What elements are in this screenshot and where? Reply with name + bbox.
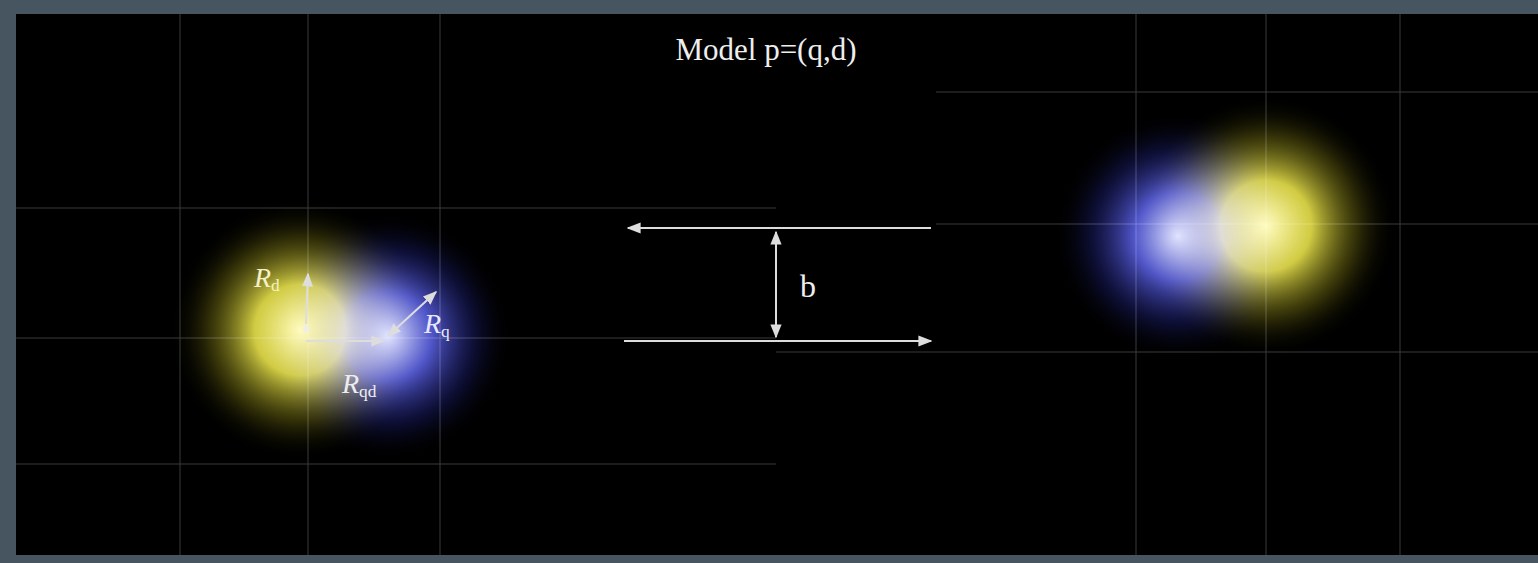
radius-label: Rqd bbox=[342, 370, 376, 401]
diagram-title: Model p=(q,d) bbox=[675, 34, 856, 65]
black-ground: Model p=(q,d) RdRqRqd b bbox=[16, 14, 1538, 555]
center-dot bbox=[303, 326, 309, 332]
impact-parameter: b bbox=[800, 270, 816, 302]
grid bbox=[16, 14, 1538, 555]
proton-left bbox=[170, 200, 513, 461]
arrows bbox=[306, 228, 931, 341]
proton-illustration bbox=[16, 14, 1538, 555]
radius-label: Rd bbox=[254, 264, 280, 295]
radius-label: Rq bbox=[424, 310, 450, 341]
proton-right bbox=[1053, 96, 1396, 361]
